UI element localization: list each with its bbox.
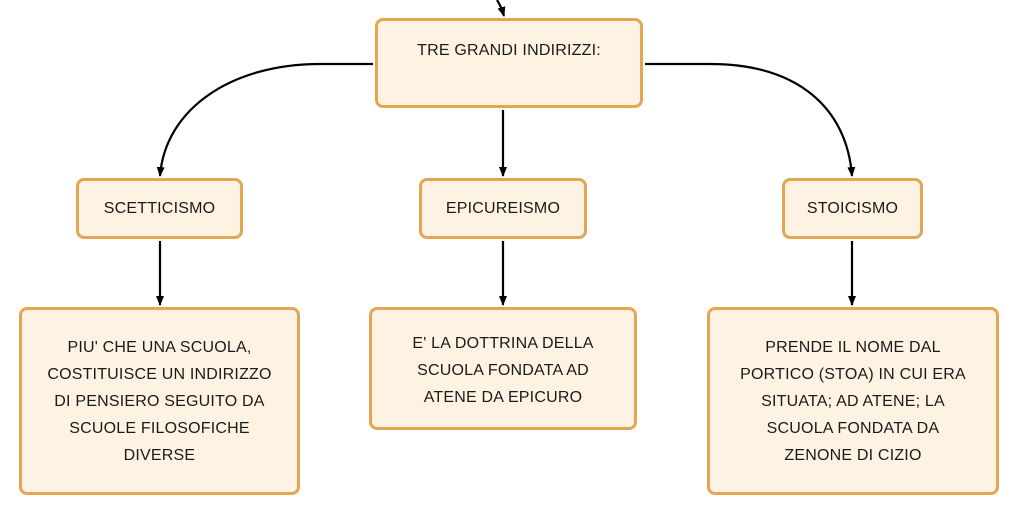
- node-epicureismo-description-text: E' LA DOTTRINA DELLA SCUOLA FONDATA AD A…: [412, 335, 594, 406]
- node-scetticismo-description-text: PIU' CHE UNA SCUOLA, COSTITUISCE UN INDI…: [47, 338, 272, 464]
- arrow-root-to-stoicismo: [645, 62, 856, 177]
- root-node-label: TRE GRANDI INDIRIZZI:: [417, 42, 601, 59]
- node-epicureismo-label: EPICUREISMO: [445, 200, 561, 217]
- node-stoicismo-label: STOICISMO: [806, 200, 899, 217]
- node-epicureismo: EPICUREISMO: [419, 178, 587, 239]
- node-scetticismo-label: SCETTICISMO: [103, 200, 216, 217]
- root-node: TRE GRANDI INDIRIZZI:: [375, 18, 643, 108]
- node-stoicismo-description-text: PRENDE IL NOME DAL PORTICO (STOA) IN CUI…: [740, 338, 966, 464]
- incoming-arrow: [496, 0, 506, 17]
- arrow-root-to-scetticismo: [156, 62, 373, 177]
- node-scetticismo-description: PIU' CHE UNA SCUOLA, COSTITUISCE UN INDI…: [19, 307, 300, 495]
- node-stoicismo-description: PRENDE IL NOME DAL PORTICO (STOA) IN CUI…: [707, 307, 999, 495]
- node-epicureismo-description: E' LA DOTTRINA DELLA SCUOLA FONDATA AD A…: [369, 307, 637, 430]
- node-stoicismo: STOICISMO: [782, 178, 923, 239]
- node-scetticismo: SCETTICISMO: [76, 178, 243, 239]
